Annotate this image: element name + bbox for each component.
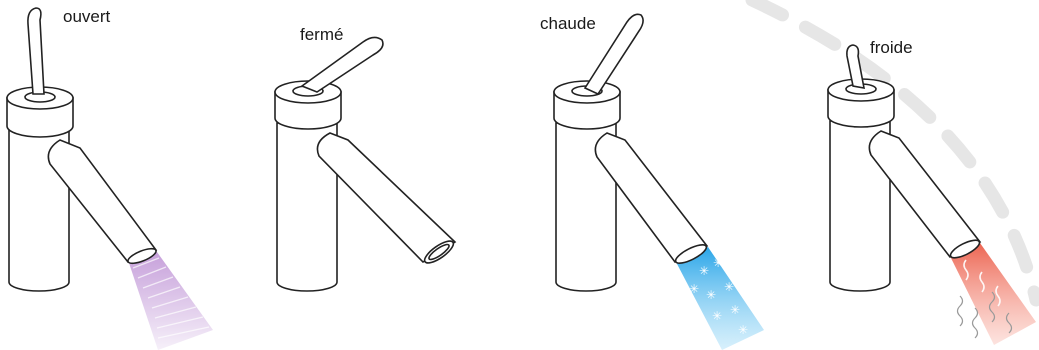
stream-purple — [129, 252, 213, 350]
svg-text:✳: ✳ — [713, 256, 723, 270]
label-ferme: fermé — [300, 25, 344, 44]
svg-text:✳: ✳ — [712, 309, 722, 323]
faucet-cold — [827, 44, 1036, 345]
faucet-closed — [274, 36, 457, 292]
stream-blue — [676, 247, 764, 350]
svg-text:✳: ✳ — [689, 282, 699, 296]
faucet-hot: ✳ ✳ ✳ ✳ ✳ ✳ ✳ ✳ — [553, 13, 764, 350]
svg-text:✳: ✳ — [699, 264, 709, 278]
svg-text:✳: ✳ — [706, 288, 716, 302]
label-chaude: chaude — [540, 14, 596, 33]
label-froide: froide — [870, 38, 913, 57]
label-ouvert: ouvert — [63, 7, 111, 26]
faucet-open — [6, 7, 213, 350]
svg-text:✳: ✳ — [738, 323, 748, 337]
watermark-arc — [745, 0, 1039, 307]
faucet-lever — [27, 7, 45, 95]
svg-text:✳: ✳ — [724, 280, 734, 294]
svg-text:✳: ✳ — [730, 303, 740, 317]
